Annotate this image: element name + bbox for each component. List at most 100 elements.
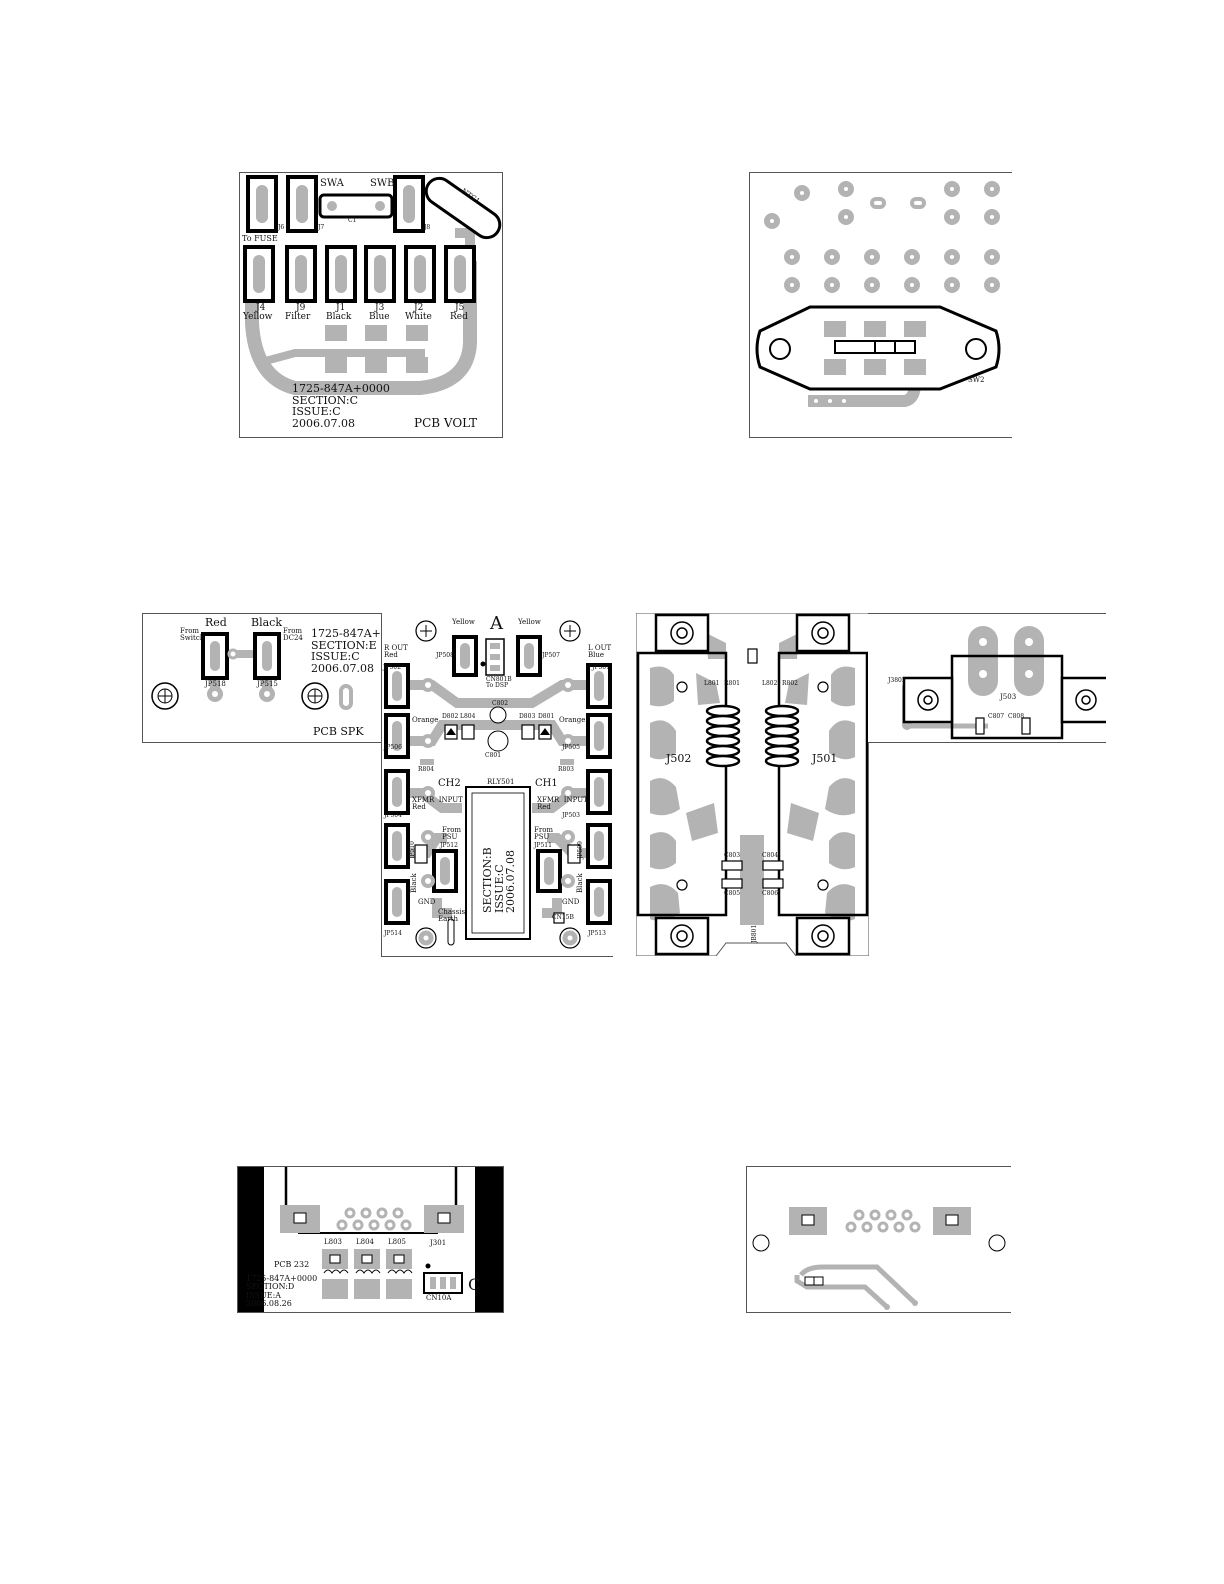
orange-left-label: Orange	[412, 716, 439, 724]
jp514-label: JP514	[384, 930, 402, 937]
j501-label: J501	[812, 752, 838, 765]
jb801-label: JB801	[751, 924, 758, 943]
jack-id-label: J3	[375, 303, 385, 313]
jp518-label: JP518	[205, 680, 226, 688]
l801-label: L801	[704, 680, 720, 687]
black-right-label: Black	[576, 873, 584, 893]
d803-label: D803	[519, 713, 536, 720]
r804-label: R804	[418, 766, 434, 773]
l804-label: L804	[356, 1238, 375, 1246]
pcb-info: 1725-847A+0000 SECTION:E ISSUE:C 2006.07…	[311, 627, 383, 675]
jack-color-label: Filter	[285, 312, 311, 322]
c804-label: C804	[762, 852, 779, 859]
pcb-amp-board: A Yellow Yellow R OUT Red L OUT Blue JP5…	[381, 613, 613, 957]
jp508-label: JP508	[436, 652, 454, 659]
r-out-label: R OUT Red	[384, 644, 408, 660]
gnd-right-label: GND	[562, 898, 580, 906]
jp513-label: JP513	[588, 930, 606, 937]
section-b-info: SECTION:B ISSUE:C 2006.07.08	[481, 847, 518, 913]
jp510-label: JP510	[409, 841, 416, 859]
swa-label: SWA	[320, 178, 344, 189]
j6-label: J6	[278, 224, 285, 231]
jp505-label: JP505	[562, 744, 580, 751]
r802-label: R802	[782, 680, 798, 687]
ch1-label: CH1	[535, 778, 558, 789]
pcb-232-board: L803 L804 L805 J301 PCB 232 1725-847A+00…	[237, 1166, 504, 1313]
pcb-spk-board: Red Black From Switch From DC24 JP518 JP…	[142, 613, 383, 743]
c803-label: C803	[724, 852, 741, 859]
jp509-label: JP509	[577, 841, 584, 859]
jack-color-label: Yellow	[243, 312, 273, 322]
pcb-output-artwork	[636, 613, 869, 956]
jp507-label: JP507	[542, 652, 560, 659]
l804-label: L804	[460, 713, 476, 720]
cn801b-label: CN801B To DSP	[486, 676, 512, 690]
jack-id-label: J9	[296, 303, 306, 313]
j8-label: J8	[424, 224, 431, 231]
pcb-output-board: L801 R801 L802 R802 J502 J501 C803 C804 …	[636, 613, 869, 956]
c808-label: C808	[1008, 713, 1025, 720]
r801-label: R801	[724, 680, 740, 687]
jack-id-label: J2	[414, 303, 424, 313]
pcb-volt-board: SWA SWB C1 NTC1 J6 J7 J8 To FUSE J4 Yell…	[239, 172, 503, 438]
pcb-volt-artwork	[243, 175, 502, 395]
pcb-232-copper-artwork	[752, 1207, 1006, 1310]
yellow-right-label: Yellow	[518, 618, 541, 626]
pcb-info: 1725-847A+0000 SECTION:C ISSUE:C 2006.07…	[292, 382, 390, 430]
chassis-earth-label: Chassis Earth	[438, 908, 466, 924]
pcb-info: 1725-847A+0000 SECTION:D ISSUE:A 2006.08…	[246, 1274, 318, 1309]
gnd-left-label: GND	[418, 898, 436, 906]
from-dc24-label: From DC24	[283, 627, 303, 643]
c807-label: C807	[988, 713, 1005, 720]
c801-label: C801	[485, 752, 502, 759]
c805-label: C805	[724, 890, 741, 897]
c802-label: C802	[492, 700, 509, 707]
jp503-label: JP503	[562, 812, 580, 819]
l802-label: L802	[762, 680, 778, 687]
jack-id-label: J5	[455, 303, 465, 313]
c806-label: C806	[762, 890, 779, 897]
r803-label: R803	[558, 766, 574, 773]
to-fuse-label: To FUSE	[242, 234, 278, 243]
pcb-232-artwork	[238, 1167, 503, 1312]
ch2-label: CH2	[438, 778, 461, 789]
jp501-label: JP501	[592, 664, 610, 671]
cn10a-label: CN10A	[426, 1294, 452, 1302]
jack-id-label: J1	[336, 303, 346, 313]
cn15b-label: CN15B	[552, 914, 574, 921]
from-psu-right-label: From PSU	[534, 826, 554, 842]
jack-color-label: Black	[326, 312, 352, 322]
pcb-inlet-board: J3802 J503 C807 C808	[868, 613, 1106, 743]
from-psu-left-label: From PSU	[442, 826, 462, 842]
swb-label: SWB	[370, 178, 395, 189]
black-label: Black	[251, 616, 282, 629]
l805-label: L805	[388, 1238, 407, 1246]
rly501-label: RLY501	[487, 778, 515, 786]
jack-color-label: Blue	[369, 312, 390, 322]
j503-label: J503	[1000, 693, 1017, 701]
l-out-label: L OUT Blue	[588, 644, 612, 660]
jack-color-label: White	[405, 312, 432, 322]
d802-label: D802	[442, 713, 459, 720]
pcb-name: PCB SPK	[313, 725, 364, 738]
yellow-left-label: Yellow	[452, 618, 475, 626]
jp504-label: JP504	[384, 812, 402, 819]
xfmr-left-label: XFMR INPUT Red	[412, 796, 463, 812]
red-label: Red	[205, 616, 227, 629]
pcb-amp-artwork	[384, 620, 612, 949]
section-c-marker: C	[468, 1275, 481, 1294]
jack-color-label: Red	[450, 312, 468, 322]
pcb-name: PCB VOLT	[414, 416, 478, 430]
jp506-label: JP506	[384, 744, 402, 751]
from-switch-label: From Switch	[180, 627, 205, 643]
jp515-label: JP515	[257, 680, 278, 688]
j502-label: J502	[666, 752, 692, 765]
jack-id-label: J4	[256, 303, 266, 313]
orange-right-label: Orange	[559, 716, 586, 724]
j3802-label: J3802	[888, 677, 906, 684]
pcb-232-name: PCB 232	[274, 1260, 310, 1269]
jp511-label: JP511	[534, 842, 552, 849]
sw2-label: SW2	[968, 376, 985, 384]
pcb-232-copper-board	[746, 1166, 1011, 1313]
jp502-label: JP502	[383, 664, 401, 671]
